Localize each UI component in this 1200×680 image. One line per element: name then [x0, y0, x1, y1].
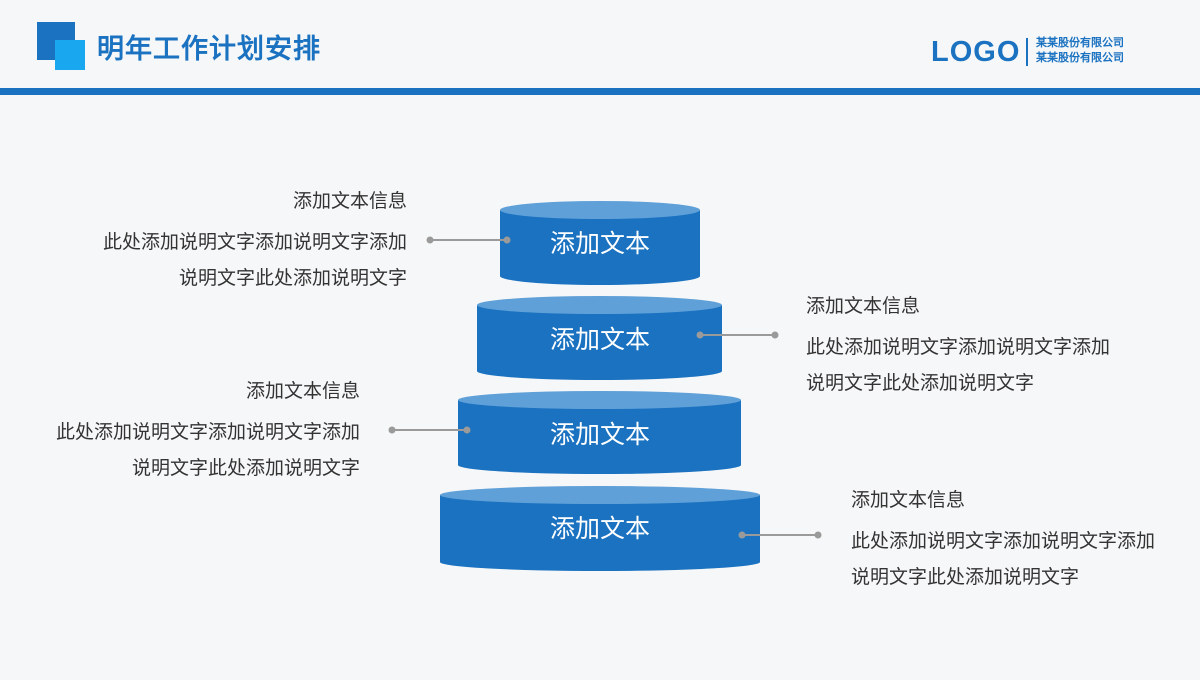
logo-text: LOGO	[931, 36, 1021, 68]
connector-dot	[503, 236, 511, 244]
company-name-line-2: 某某股份有限公司	[1036, 51, 1124, 64]
connector-dot	[696, 331, 704, 339]
tier-4-text-line-2: 说明文字此处添加说明文字	[851, 566, 1080, 588]
tier-4-cylinder: 添加文本	[440, 486, 760, 571]
tier-4-heading: 添加文本信息	[851, 489, 966, 511]
company-name-line-1: 某某股份有限公司	[1036, 36, 1124, 49]
tier-2-text-line-2: 说明文字此处添加说明文字	[806, 372, 1035, 394]
tier-1-body	[500, 210, 700, 285]
tier-3-top	[458, 391, 741, 409]
connector-dot	[463, 426, 471, 434]
connector-dot	[388, 426, 396, 434]
tier-3-description: 添加文本信息 此处添加说明文字添加说明文字添加 说明文字此处添加说明文字	[56, 378, 360, 486]
tier-3-body	[458, 400, 741, 474]
tier-3-connector	[388, 426, 471, 434]
tier-1-top	[500, 201, 700, 219]
tier-2-connector	[696, 331, 779, 339]
tier-3-label: 添加文本	[550, 420, 650, 449]
tier-1-text-line-2: 说明文字此处添加说明文字	[178, 267, 407, 289]
page-title: 明年工作计划安排	[97, 34, 321, 65]
logo-divider	[1026, 38, 1028, 66]
tier-3-text-line-1: 此处添加说明文字添加说明文字添加	[55, 421, 360, 443]
tier-4-text-line-1: 此处添加说明文字添加说明文字添加	[851, 530, 1156, 552]
tier-2-description: 添加文本信息 此处添加说明文字添加说明文字添加 说明文字此处添加说明文字	[806, 293, 1110, 401]
tier-2-cylinder: 添加文本	[477, 296, 722, 380]
connector-dot	[426, 236, 434, 244]
company-name: 某某股份有限公司 某某股份有限公司	[1036, 35, 1124, 65]
tier-1-description: 添加文本信息 此处添加说明文字添加说明文字添加 说明文字此处添加说明文字	[103, 188, 407, 296]
header-rule	[0, 88, 1200, 95]
connector-dot	[814, 531, 822, 539]
tier-1-label: 添加文本	[550, 229, 650, 258]
tier-4-top	[440, 486, 760, 504]
connector-dot	[738, 531, 746, 539]
tier-4-connector	[738, 531, 822, 539]
tier-3-cylinder: 添加文本	[458, 391, 741, 474]
tier-2-heading: 添加文本信息	[806, 295, 921, 317]
tier-1-cylinder: 添加文本	[500, 201, 700, 285]
tier-1-connector	[426, 236, 511, 244]
tier-2-top	[477, 296, 722, 314]
tier-2-text-line-1: 此处添加说明文字添加说明文字添加	[806, 336, 1111, 358]
tier-4-description: 添加文本信息 此处添加说明文字添加说明文字添加 说明文字此处添加说明文字	[851, 487, 1155, 595]
slide-header: 明年工作计划安排 LOGO 某某股份有限公司 某某股份有限公司	[0, 0, 1200, 95]
tier-4-body	[440, 495, 760, 571]
connector-dot	[771, 331, 779, 339]
title-decor-square-accent	[55, 40, 85, 70]
tier-4-label: 添加文本	[550, 514, 650, 543]
tier-3-text-line-2: 说明文字此处添加说明文字	[131, 457, 360, 479]
tier-1-heading: 添加文本信息	[292, 190, 407, 212]
tier-3-heading: 添加文本信息	[245, 380, 360, 402]
tier-2-label: 添加文本	[550, 325, 650, 354]
tier-2-body	[477, 305, 722, 380]
tier-1-text-line-1: 此处添加说明文字添加说明文字添加	[102, 231, 407, 253]
